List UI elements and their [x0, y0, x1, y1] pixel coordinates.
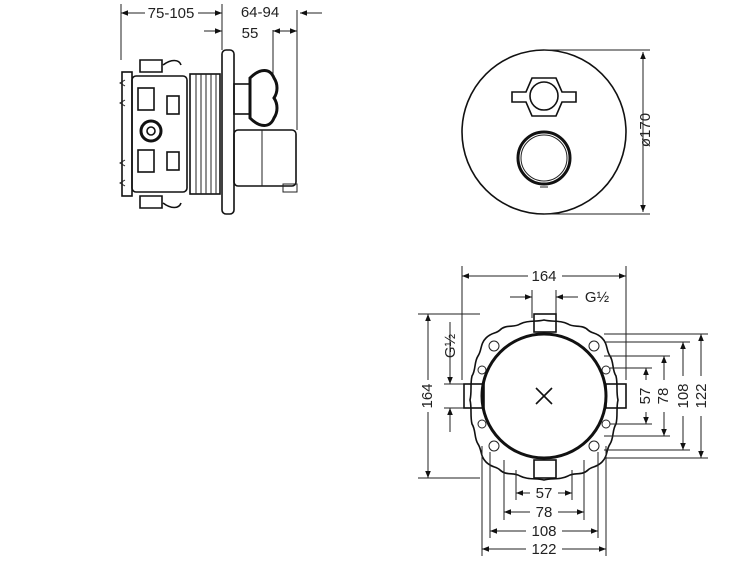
dimension-v-122: 122	[693, 383, 710, 408]
dimension-fixed: 55	[242, 25, 259, 42]
port-block	[137, 149, 155, 173]
side-port	[166, 151, 180, 171]
thermostat-knob	[233, 129, 297, 187]
dimension-h-57: 57	[536, 485, 553, 502]
dimension-thread-side: G½	[442, 333, 459, 358]
dimension-height: 164	[419, 383, 436, 408]
body-boss	[488, 440, 500, 452]
handle-stem	[233, 83, 251, 115]
front-view: ø170	[461, 49, 654, 215]
knob-tip	[282, 183, 298, 193]
body-boss	[601, 365, 611, 375]
cross-handle-front	[511, 77, 577, 117]
side-view: 75-105 64-94 55	[119, 4, 322, 215]
dimension-width: 164	[531, 268, 556, 285]
port-block	[137, 87, 155, 111]
thread-hatching	[195, 74, 217, 194]
knob-ring	[520, 134, 568, 182]
top-bottom-connectors	[139, 59, 163, 209]
valve-body	[131, 75, 188, 193]
port-bottom	[533, 459, 557, 479]
body-boss	[488, 340, 500, 352]
dimension-v-57: 57	[637, 388, 654, 405]
thermostat-knob-front	[516, 130, 572, 186]
port-fitting-inner	[146, 126, 156, 136]
body-flange	[121, 71, 133, 197]
port-fitting	[139, 119, 163, 143]
port-left	[463, 383, 485, 409]
dimension-projection-range: 64-94	[241, 4, 279, 21]
cross-handle	[248, 69, 279, 127]
threaded-sleeve	[189, 73, 221, 195]
dimension-depth-range: 75-105	[148, 5, 195, 22]
port-top	[533, 313, 557, 333]
dimension-h-122: 122	[531, 541, 556, 558]
side-port	[166, 95, 180, 115]
body-boss	[477, 365, 487, 375]
port-right	[605, 383, 627, 409]
dimension-thread-top: G½	[585, 289, 610, 306]
center-mark	[535, 387, 553, 405]
body-boss	[588, 440, 600, 452]
dimension-v-78: 78	[655, 388, 672, 405]
dimension-diameter: ø170	[637, 113, 654, 147]
body-boss	[588, 340, 600, 352]
dimension-h-108: 108	[531, 523, 556, 540]
dimension-h-78: 78	[536, 504, 553, 521]
dimension-v-108: 108	[675, 383, 692, 408]
body-boss	[477, 419, 487, 429]
wall-plate	[221, 49, 235, 215]
body-ribs	[119, 79, 126, 187]
rear-view: 164 G½ 164 G½	[418, 266, 710, 558]
body-outline	[469, 319, 619, 481]
body-boss	[601, 419, 611, 429]
connector-outline	[162, 59, 182, 209]
